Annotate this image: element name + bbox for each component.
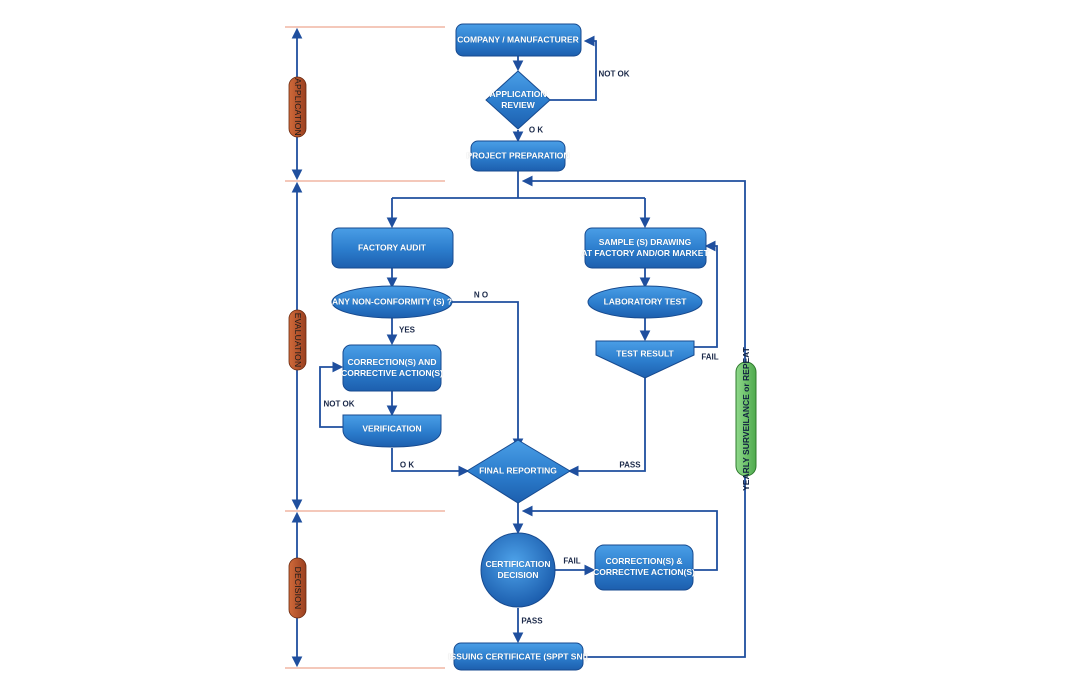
node-sample-drawing	[584, 227, 707, 269]
phase-label-application: APPLICATION	[292, 78, 303, 136]
node-application-review	[485, 70, 551, 130]
edge-review-not-ok: NOT OK	[598, 69, 630, 79]
node-company-manufacturer	[455, 23, 582, 57]
label-yearly-surveillance: YEARLY SURVEILANCE or REPEAT	[741, 347, 751, 491]
node-factory-audit	[331, 227, 454, 269]
edge-test-fail: FAIL	[701, 352, 719, 362]
node-issuing-certificate	[453, 642, 584, 671]
node-certification-decision	[480, 532, 556, 608]
node-project-preparation	[470, 140, 566, 172]
phase-label-decision: DECISION	[292, 566, 303, 610]
edge-decision-fail: FAIL	[563, 556, 581, 566]
phase-separators	[285, 26, 445, 669]
edge-review-ok: O K	[528, 125, 544, 135]
phase-pill-decision	[288, 557, 307, 619]
node-non-conformity	[331, 285, 453, 319]
phase-pill-application	[288, 76, 307, 138]
node-laboratory-test	[587, 285, 703, 319]
node-correction-2	[594, 544, 694, 591]
node-verification	[342, 414, 442, 448]
edge-test-pass: PASS	[619, 460, 641, 470]
node-test-result	[595, 340, 695, 379]
edge-nonconformity-no: N O	[473, 290, 489, 300]
phase-label-evaluation: EVALUATION	[292, 312, 303, 368]
edge-verification-ok: O K	[399, 460, 415, 470]
node-correction-1	[342, 344, 442, 392]
node-yearly-surveillance	[735, 361, 757, 477]
phase-pills	[288, 76, 307, 619]
node-final-reporting	[466, 439, 571, 504]
edge-nonconformity-yes: YES	[398, 325, 416, 335]
edge-decision-pass: PASS	[521, 616, 543, 626]
nodes	[331, 23, 757, 671]
phase-pill-evaluation	[288, 309, 307, 371]
edge-verification-not-ok: NOT OK	[323, 399, 355, 409]
